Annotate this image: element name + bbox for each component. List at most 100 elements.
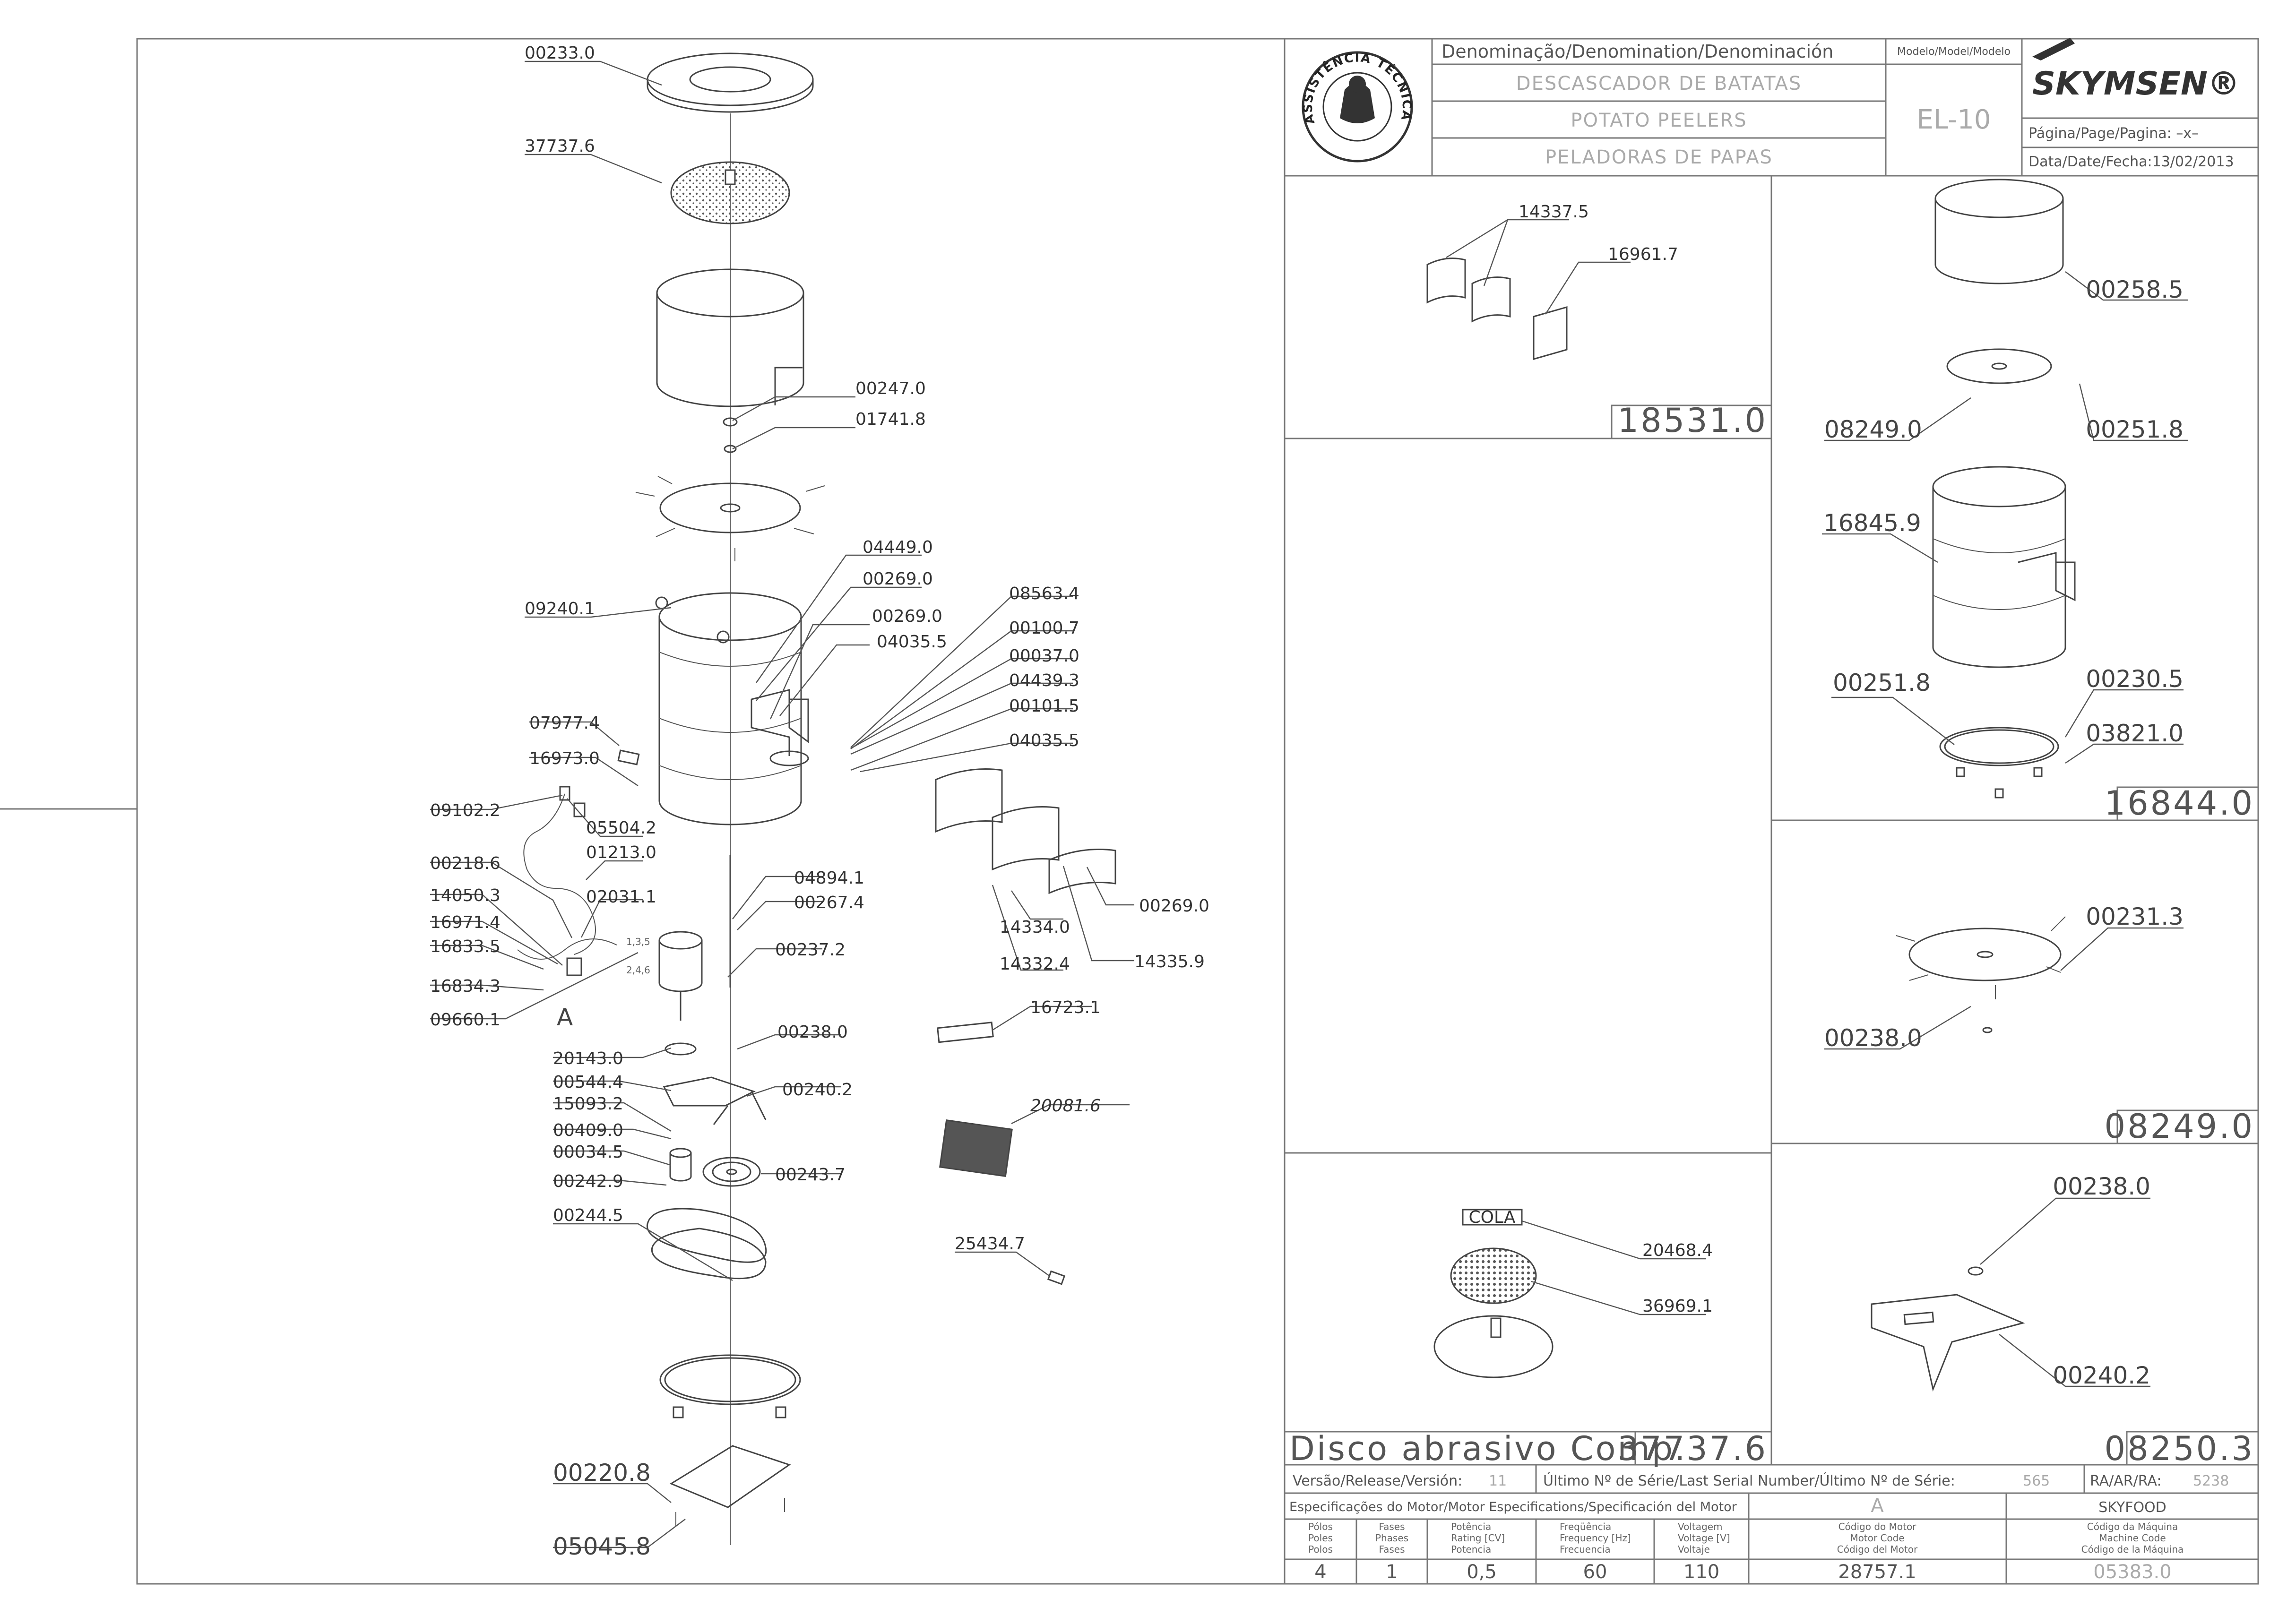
- svg-text:Phases: Phases: [1375, 1532, 1408, 1544]
- svg-text:Fases: Fases: [1379, 1544, 1405, 1555]
- washer-01741: [724, 445, 737, 453]
- motor-wire-labels-2: 2,4,6: [626, 964, 650, 976]
- panel-08249-part-1: 00231.3: [2086, 903, 2184, 930]
- footer-spec-table: Versão/Release/Versión: 11 Último Nº de …: [1285, 1465, 2258, 1584]
- label-00247: 00247.0: [855, 379, 926, 398]
- lid-ring: [647, 52, 814, 113]
- panel-18531: 14337.5 16961.7 18531.0: [1426, 202, 1771, 440]
- label-09102: 09102.2: [430, 801, 501, 820]
- label-01213: 01213.0: [586, 843, 656, 862]
- name-pt: DESCASCADOR DE BATATAS: [1516, 73, 1802, 95]
- panel-16844-part-3: 00251.8: [2086, 416, 2184, 443]
- label-09240: 09240.1: [525, 599, 595, 619]
- panel-08249: 00231.3 00238.0 08249.0: [1824, 903, 2258, 1146]
- label-00034: 00034.5: [553, 1143, 623, 1162]
- version-value: 11: [1489, 1473, 1507, 1489]
- cover-14334: [935, 768, 1003, 833]
- label-04449: 04449.0: [863, 538, 933, 557]
- label-00240: 00240.2: [782, 1080, 853, 1100]
- panel-16844-part-2: 08249.0: [1824, 416, 1922, 443]
- panel-16844-part-7: 03821.0: [2086, 720, 2184, 747]
- name-en: POTATO PEELERS: [1571, 110, 1747, 131]
- svg-text:Rating [CV]: Rating [CV]: [1451, 1532, 1505, 1544]
- label-05504: 05504.2: [586, 818, 656, 838]
- label-00238: 00238.0: [777, 1023, 848, 1042]
- panel-37737-title: Disco abrasivo Comp.: [1289, 1429, 1687, 1468]
- value-machine-code: 05383.0: [2093, 1561, 2171, 1583]
- panel-08250: 00238.0 00240.2 08250.3: [1871, 1173, 2258, 1468]
- label-04035-b: 04035.5: [1009, 731, 1079, 750]
- motor-spec-label: Especificações do Motor/Motor Especifica…: [1289, 1500, 1737, 1514]
- panel-16844-code: 16844.0: [2105, 784, 2254, 823]
- label-16723: 16723.1: [1030, 998, 1101, 1017]
- panel-37737-part-1: COLA: [1469, 1208, 1516, 1227]
- label-00244: 00244.5: [553, 1206, 623, 1225]
- main-callouts: 00233.0 37737.6 00247.0 01741.8 04449.0 …: [430, 43, 1209, 1560]
- label-00269-c: 00269.0: [1139, 896, 1209, 916]
- panel-08249-part-2: 00238.0: [1824, 1024, 1922, 1052]
- cover-14335: [1048, 849, 1116, 894]
- name-es: PELADORAS DE PAPAS: [1545, 146, 1773, 168]
- base-plate: [669, 1445, 791, 1508]
- label-20081: 20081.6: [1030, 1096, 1101, 1116]
- label-15093: 15093.2: [553, 1094, 623, 1114]
- svg-text:Machine Code: Machine Code: [2099, 1532, 2166, 1544]
- label-20143: 20143.0: [553, 1049, 623, 1068]
- label-14335: 14335.9: [1134, 952, 1205, 971]
- svg-text:Polos: Polos: [1308, 1544, 1333, 1555]
- label-00267: 00267.4: [794, 893, 864, 912]
- svg-text:Poles: Poles: [1308, 1532, 1333, 1544]
- label-00220: 00220.8: [553, 1459, 651, 1487]
- value-poles: 4: [1314, 1561, 1326, 1583]
- label-00218: 00218.6: [430, 854, 501, 873]
- label-16971: 16971.4: [430, 913, 501, 932]
- washer-00247: [723, 417, 738, 427]
- label-04035-a: 04035.5: [877, 632, 947, 652]
- label-14334: 14334.0: [1000, 918, 1070, 937]
- date-label: Data/Date/Fecha:13/02/2013: [2028, 154, 2234, 170]
- panel-37737: COLA 20468.4 36969.1 Disco abrasivo Comp…: [1285, 1208, 1771, 1468]
- panel-16844-part-6: 00230.5: [2086, 665, 2184, 693]
- main-exploded-view: 1,3,5 2,4,6: [517, 52, 1116, 1545]
- label-05045: 05045.8: [553, 1533, 651, 1560]
- svg-text:Potência: Potência: [1451, 1521, 1491, 1532]
- value-motor-code: 28757.1: [1838, 1561, 1916, 1583]
- panel-37737-part-2: 20468.4: [1642, 1241, 1713, 1260]
- version-label: Versão/Release/Versión:: [1293, 1473, 1462, 1489]
- title-block: ASSISTÊNCIA TÉCNICA AUTORIZADA Denominaç…: [0, 0, 2258, 176]
- label-04439: 04439.3: [1009, 671, 1079, 690]
- serial-value: 565: [2023, 1473, 2050, 1489]
- label-00233: 00233.0: [525, 43, 595, 63]
- denomination-label: Denominação/Denomination/Denominación: [1441, 41, 1833, 62]
- model-value: EL-10: [1916, 104, 1991, 135]
- panel-08250-code: 08250.3: [2105, 1429, 2254, 1468]
- label-02031: 02031.1: [586, 887, 656, 907]
- panel-08250-part-2: 00240.2: [2053, 1362, 2150, 1389]
- panel-16844: 00258.5 08249.0 00251.8 16845.9 00251.8 …: [1822, 179, 2258, 823]
- model-label: Modelo/Model/Modelo: [1897, 46, 2011, 58]
- svg-text:Frequency [Hz]: Frequency [Hz]: [1560, 1532, 1631, 1544]
- label-00237: 00237.2: [775, 940, 846, 960]
- gasket-20143: [665, 1042, 697, 1056]
- brand-text: SKYMSEN®: [2032, 65, 2240, 103]
- panel-18531-part-1: 14337.5: [1519, 202, 1589, 222]
- driven-pulley: [702, 1157, 761, 1187]
- ra-value: 5238: [2193, 1473, 2229, 1489]
- label-00544: 00544.4: [553, 1073, 623, 1092]
- label-04894: 04894.1: [794, 868, 864, 888]
- serial-label: Último Nº de Série/Last Serial Number/Úl…: [1543, 1472, 1955, 1489]
- drawing-frame: [0, 38, 2259, 1585]
- page-label: Página/Page/Pagina: –x–: [2028, 125, 2199, 142]
- label-00243: 00243.7: [775, 1165, 846, 1185]
- panel-18531-code: 18531.0: [1618, 401, 1768, 440]
- panel-16844-part-4: 16845.9: [1823, 509, 1921, 537]
- label-00409: 00409.0: [553, 1121, 623, 1140]
- tag-25434: [1047, 1270, 1066, 1285]
- value-frequency: 60: [1583, 1561, 1607, 1583]
- label-16834: 16834.3: [430, 977, 501, 996]
- badge-16723: [937, 1022, 994, 1043]
- label-00269-b: 00269.0: [872, 607, 942, 626]
- svg-text:Voltaje: Voltaje: [1678, 1544, 1710, 1555]
- motor-bracket: [663, 1076, 767, 1125]
